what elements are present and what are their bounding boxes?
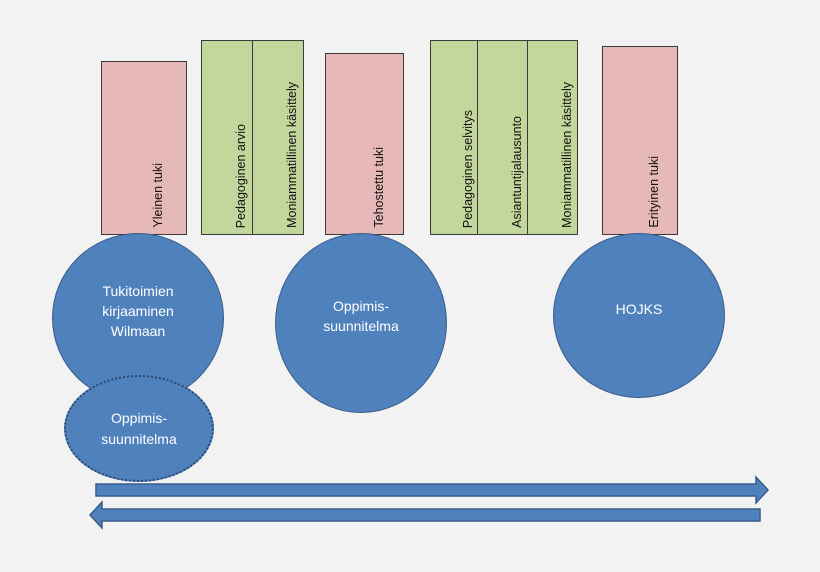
- circle-label: HOJKS: [615, 301, 663, 318]
- circle-tukitoimien-kirjaaminen: Tukitoimien kirjaaminen Wilmaan: [52, 233, 224, 403]
- box-moniammatillinen-kasittely-1: Moniammatillinen käsittely: [252, 40, 304, 235]
- box-pedagoginen-arvio: Pedagoginen arvio: [201, 40, 253, 235]
- dotted-ellipse-oppimissuunnitelma: Oppimis- suunnitelma: [64, 375, 214, 482]
- arrow-left: [88, 500, 761, 530]
- box-moniammatillinen-kasittely-2: Moniammatillinen käsittely: [527, 40, 578, 235]
- arrow-right: [95, 475, 770, 505]
- box-pedagoginen-selvitys: Pedagoginen selvitys: [430, 40, 478, 235]
- circle-label: Tukitoimien kirjaaminen Wilmaan: [102, 282, 174, 340]
- circle-hojks: HOJKS: [553, 233, 725, 398]
- ellipse-label: Oppimis- suunnitelma: [101, 410, 177, 447]
- box-tehostettu-tuki: Tehostettu tuki: [325, 53, 404, 235]
- box-erityinen-tuki: Erityinen tuki: [602, 46, 678, 235]
- box-yleinen-tuki: Yleinen tuki: [101, 61, 187, 235]
- circle-label: Oppimis- suunnitelma: [323, 297, 399, 334]
- circle-oppimissuunnitelma: Oppimis- suunnitelma: [275, 233, 447, 413]
